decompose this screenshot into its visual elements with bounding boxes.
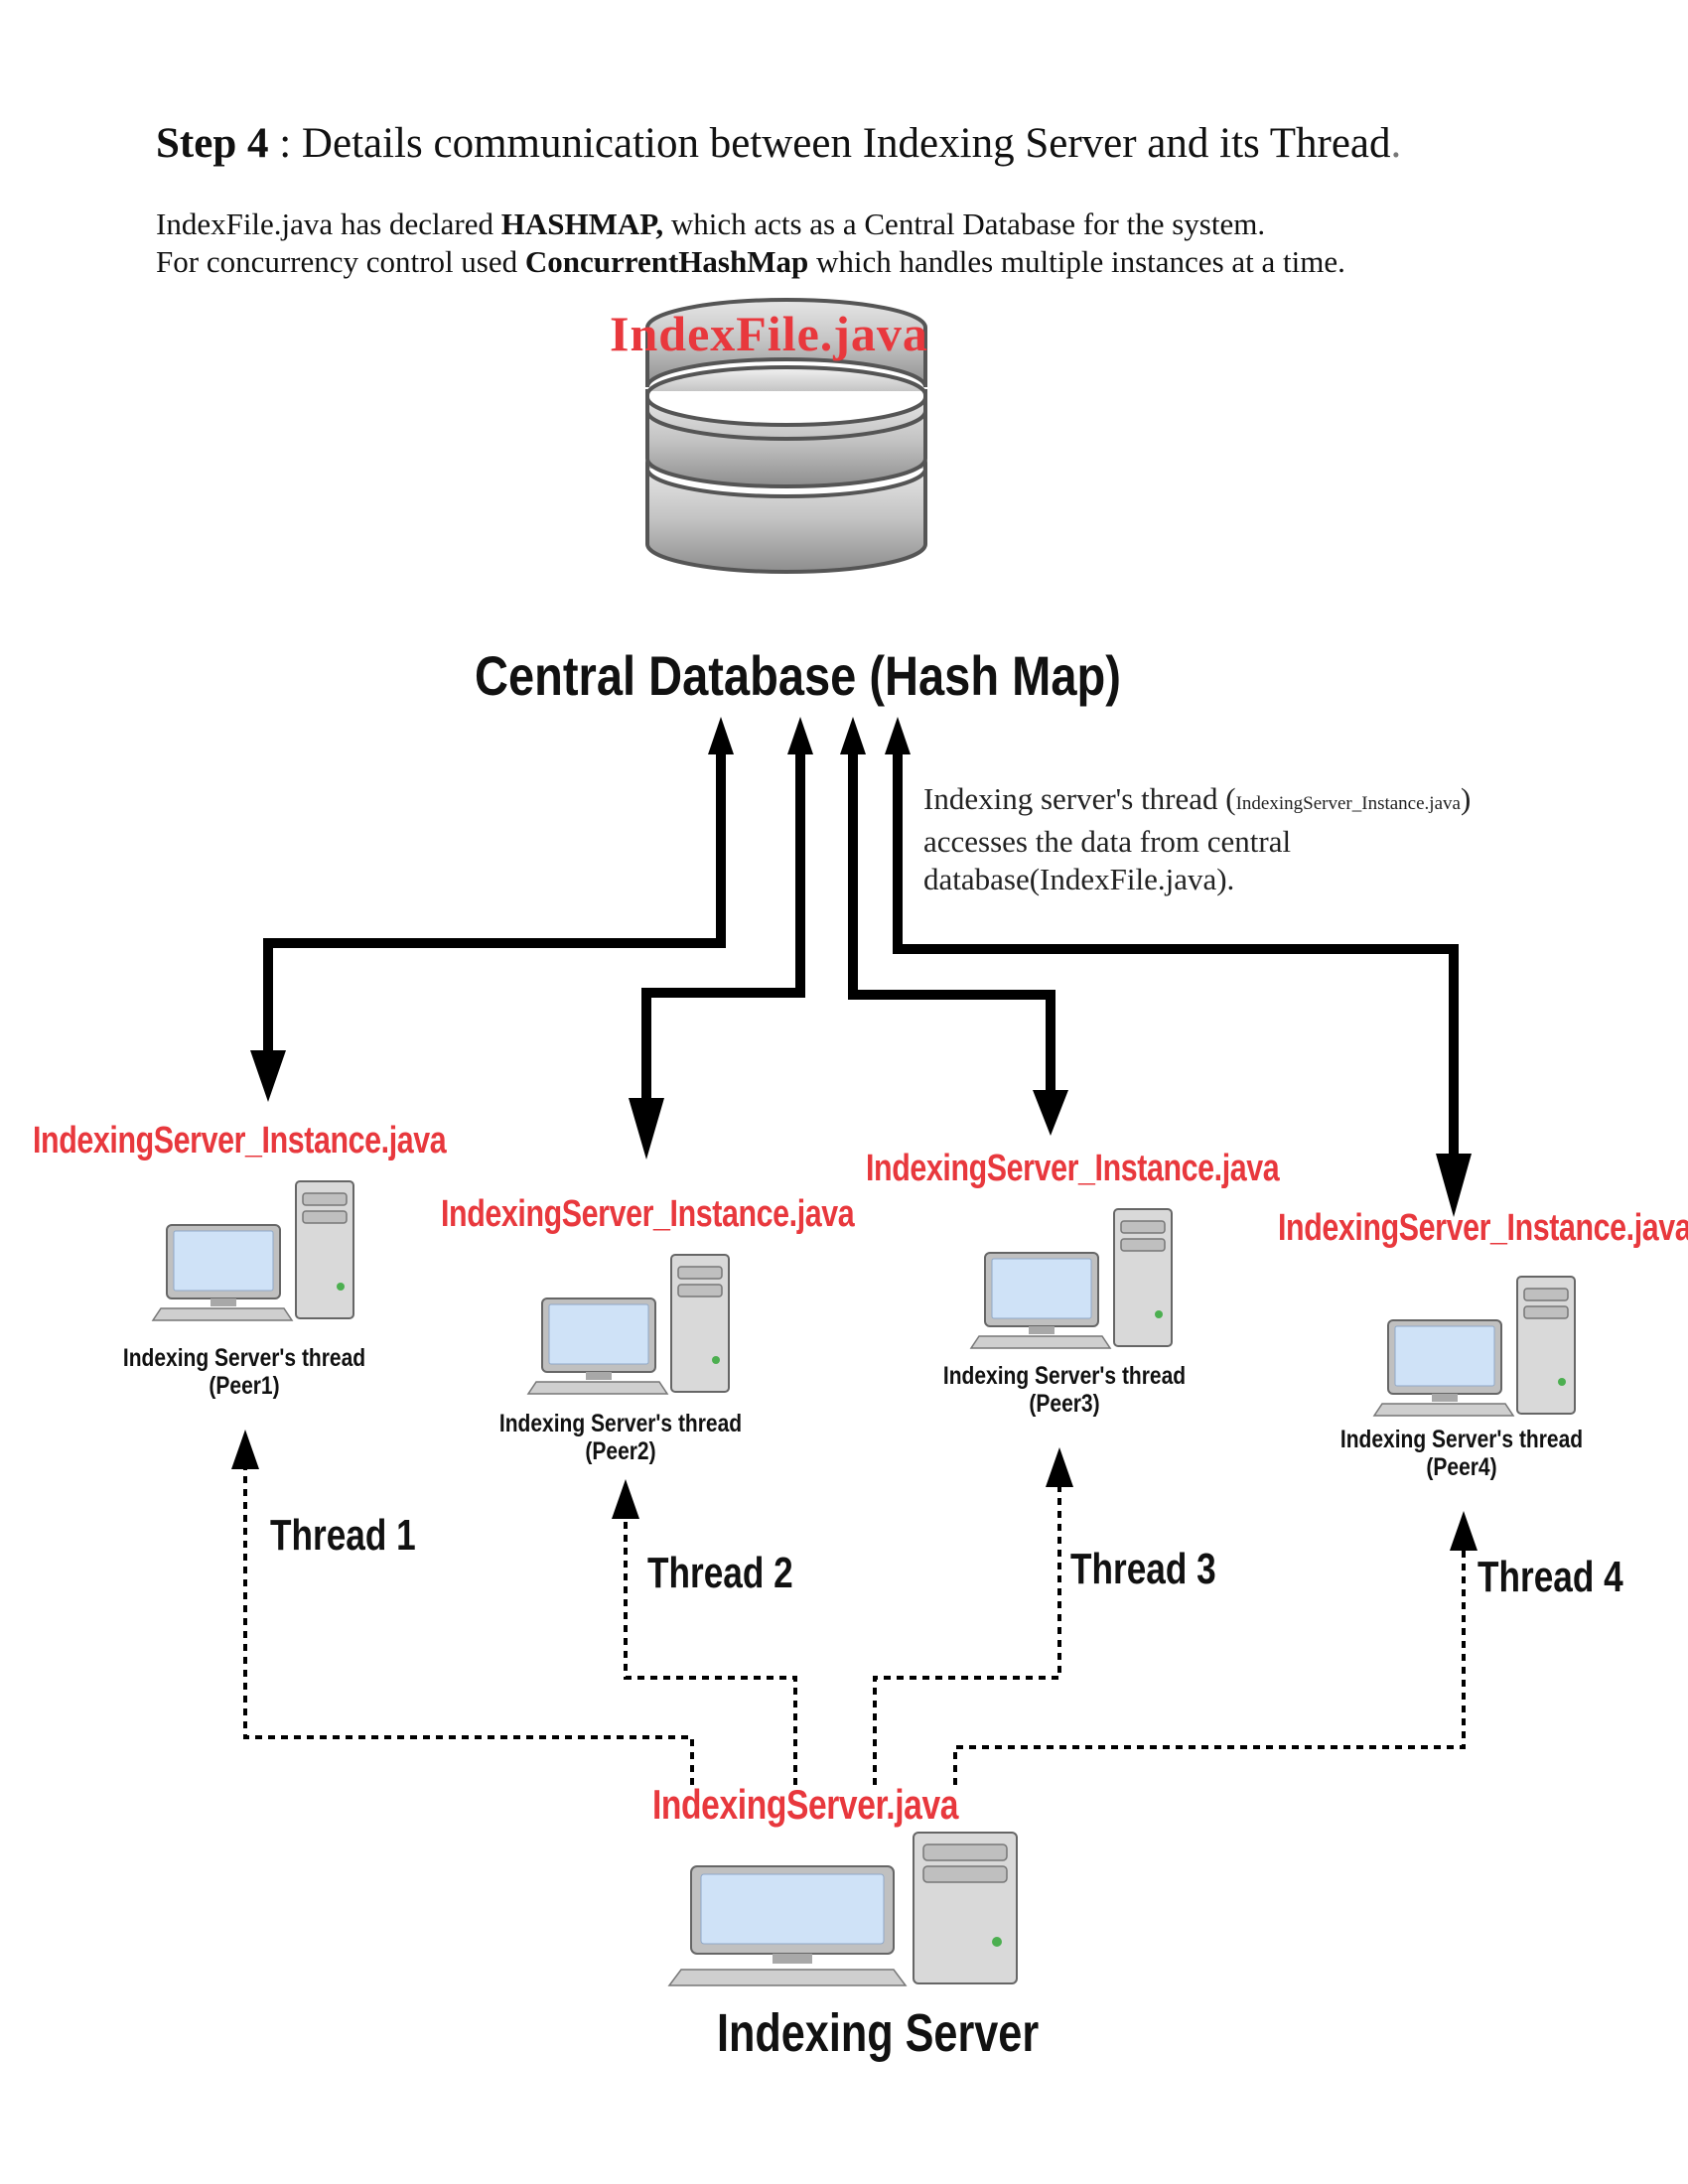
instance-1-caption-line-2: (Peer1) <box>209 1372 280 1400</box>
intro-line-2-pre: For concurrency control used <box>156 244 525 279</box>
instance-1-caption: Indexing Server's thread (Peer1) <box>119 1344 369 1400</box>
step-period: . <box>1390 120 1402 167</box>
thread-arrowhead-1 <box>231 1430 259 1469</box>
instance-4-caption: Indexing Server's thread (Peer4) <box>1336 1426 1587 1481</box>
intro-line-1-pre: IndexFile.java has declared <box>156 206 501 241</box>
intro-line-2-post: which handles multiple instances at a ti… <box>808 244 1345 279</box>
instance-2-caption-line-2: (Peer2) <box>585 1437 656 1465</box>
intro-line-1-post: which acts as a Central Database for the… <box>663 206 1266 241</box>
instance-4-computer-icon <box>1372 1276 1576 1417</box>
thread-link-1 <box>243 1464 694 1785</box>
instance-1-caption-line-1: Indexing Server's thread <box>122 1344 366 1372</box>
step-heading: Step 4 : Details communication between I… <box>156 119 1401 168</box>
note-post: ) <box>1460 781 1472 816</box>
access-note-line-1: Indexing server's thread (IndexingServer… <box>923 780 1471 823</box>
access-note-line-3: database(IndexFile.java). <box>923 862 1235 896</box>
db-link-4 <box>893 743 1459 1163</box>
step-description: : Details communication between Indexing… <box>268 120 1391 167</box>
arrowhead-up-2 <box>787 717 813 754</box>
db-link-1 <box>263 743 726 1062</box>
instance-4-caption-line-2: (Peer4) <box>1426 1453 1497 1481</box>
instance-4-caption-line-1: Indexing Server's thread <box>1339 1426 1584 1453</box>
instance-3-caption-line-1: Indexing Server's thread <box>942 1362 1187 1390</box>
access-note-line-2: accesses the data from central <box>923 824 1292 859</box>
access-note: Indexing server's thread (IndexingServer… <box>923 780 1471 898</box>
arrowhead-down-4 <box>1436 1154 1472 1217</box>
arrowhead-down-1 <box>250 1050 286 1102</box>
indexing-server-label: Indexing Server <box>717 2003 1040 2063</box>
arrowhead-down-3 <box>1033 1090 1068 1136</box>
intro-line-1: IndexFile.java has declared HASHMAP, whi… <box>156 205 1345 243</box>
thread-3-label: Thread 3 <box>1070 1545 1216 1593</box>
thread-connection-lines <box>243 1464 1466 1785</box>
intro-line-2: For concurrency control used ConcurrentH… <box>156 243 1345 281</box>
intro-paragraph: IndexFile.java has declared HASHMAP, whi… <box>156 205 1345 281</box>
instance-1-file-title: IndexingServer_Instance.java <box>33 1120 447 1161</box>
instance-3-computer-icon <box>969 1208 1173 1349</box>
thread-arrowheads <box>231 1430 1477 1551</box>
arrowhead-up-4 <box>885 717 911 754</box>
instance-4-file-title: IndexingServer_Instance.java <box>1278 1207 1688 1249</box>
instance-2-caption-line-1: Indexing Server's thread <box>498 1410 743 1437</box>
thread-arrowhead-3 <box>1046 1447 1073 1487</box>
intro-line-1-bold: HASHMAP, <box>500 206 664 241</box>
server-file-title: IndexingServer.java <box>652 1781 959 1828</box>
note-small-file: IndexingServer_Instance.java <box>1235 793 1461 814</box>
db-connection-arrows <box>263 743 1459 1163</box>
instance-1-computer-icon <box>151 1180 354 1321</box>
thread-link-2 <box>624 1519 797 1785</box>
instance-3-caption-line-2: (Peer3) <box>1029 1390 1100 1418</box>
arrowhead-up-3 <box>840 717 866 754</box>
database-icon <box>645 298 927 574</box>
thread-arrowhead-4 <box>1450 1511 1477 1551</box>
indexing-server-computer-icon <box>667 1832 1018 1986</box>
db-arrowheads <box>250 717 1472 1217</box>
arrowhead-up-1 <box>708 717 734 754</box>
db-link-2 <box>641 743 805 1102</box>
intro-line-2-bold: ConcurrentHashMap <box>524 244 809 279</box>
database-file-title: IndexFile.java <box>610 306 928 361</box>
instance-2-caption: Indexing Server's thread (Peer2) <box>495 1410 746 1465</box>
thread-2-label: Thread 2 <box>647 1549 793 1597</box>
step-number: Step 4 <box>156 120 269 167</box>
instance-3-file-title: IndexingServer_Instance.java <box>866 1148 1280 1189</box>
thread-arrowhead-2 <box>612 1479 639 1519</box>
instance-2-file-title: IndexingServer_Instance.java <box>441 1193 855 1235</box>
instance-3-caption: Indexing Server's thread (Peer3) <box>939 1362 1190 1418</box>
db-link-3 <box>848 743 1055 1098</box>
thread-4-label: Thread 4 <box>1477 1553 1623 1601</box>
instance-2-computer-icon <box>526 1254 730 1395</box>
thread-link-4 <box>953 1549 1466 1785</box>
database-label: Central Database (Hash Map) <box>475 644 1121 707</box>
thread-1-label: Thread 1 <box>270 1511 416 1560</box>
note-pre: Indexing server's thread ( <box>923 781 1236 816</box>
thread-link-3 <box>873 1484 1061 1785</box>
arrowhead-down-2 <box>629 1098 664 1160</box>
